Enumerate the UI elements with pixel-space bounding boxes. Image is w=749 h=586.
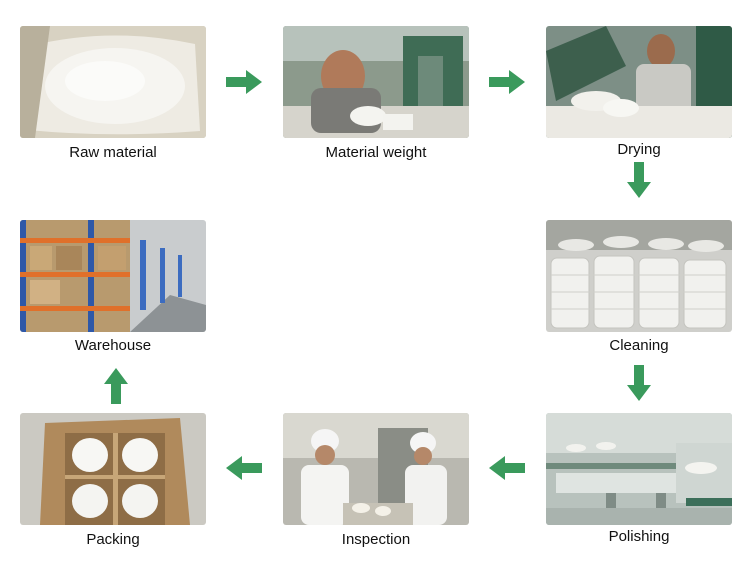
raw-material-photo — [20, 26, 206, 138]
step-label-drying: Drying — [617, 141, 661, 158]
polishing-photo — [546, 413, 732, 525]
step-label-warehouse: Warehouse — [74, 337, 152, 354]
arrow-right-icon — [226, 70, 262, 94]
arrow-down-icon — [627, 365, 651, 401]
step-label-raw-material: Raw material — [69, 144, 157, 161]
arrow-left-icon — [226, 456, 262, 480]
step-label-cleaning: Cleaning — [609, 337, 669, 354]
step-label-inspection: Inspection — [341, 531, 411, 548]
arrow-left-icon — [489, 456, 525, 480]
cleaning-photo — [546, 220, 732, 332]
step-label-polishing: Polishing — [608, 528, 670, 545]
packing-photo — [20, 413, 206, 525]
material-weight-photo — [283, 26, 469, 138]
step-label-material-weight: Material weight — [325, 144, 427, 161]
warehouse-photo — [20, 220, 206, 332]
arrow-up-icon — [104, 368, 128, 404]
drying-photo — [546, 26, 732, 138]
step-label-packing: Packing — [86, 531, 140, 548]
arrow-down-icon — [627, 162, 651, 198]
inspection-photo — [283, 413, 469, 525]
arrow-right-icon — [489, 70, 525, 94]
